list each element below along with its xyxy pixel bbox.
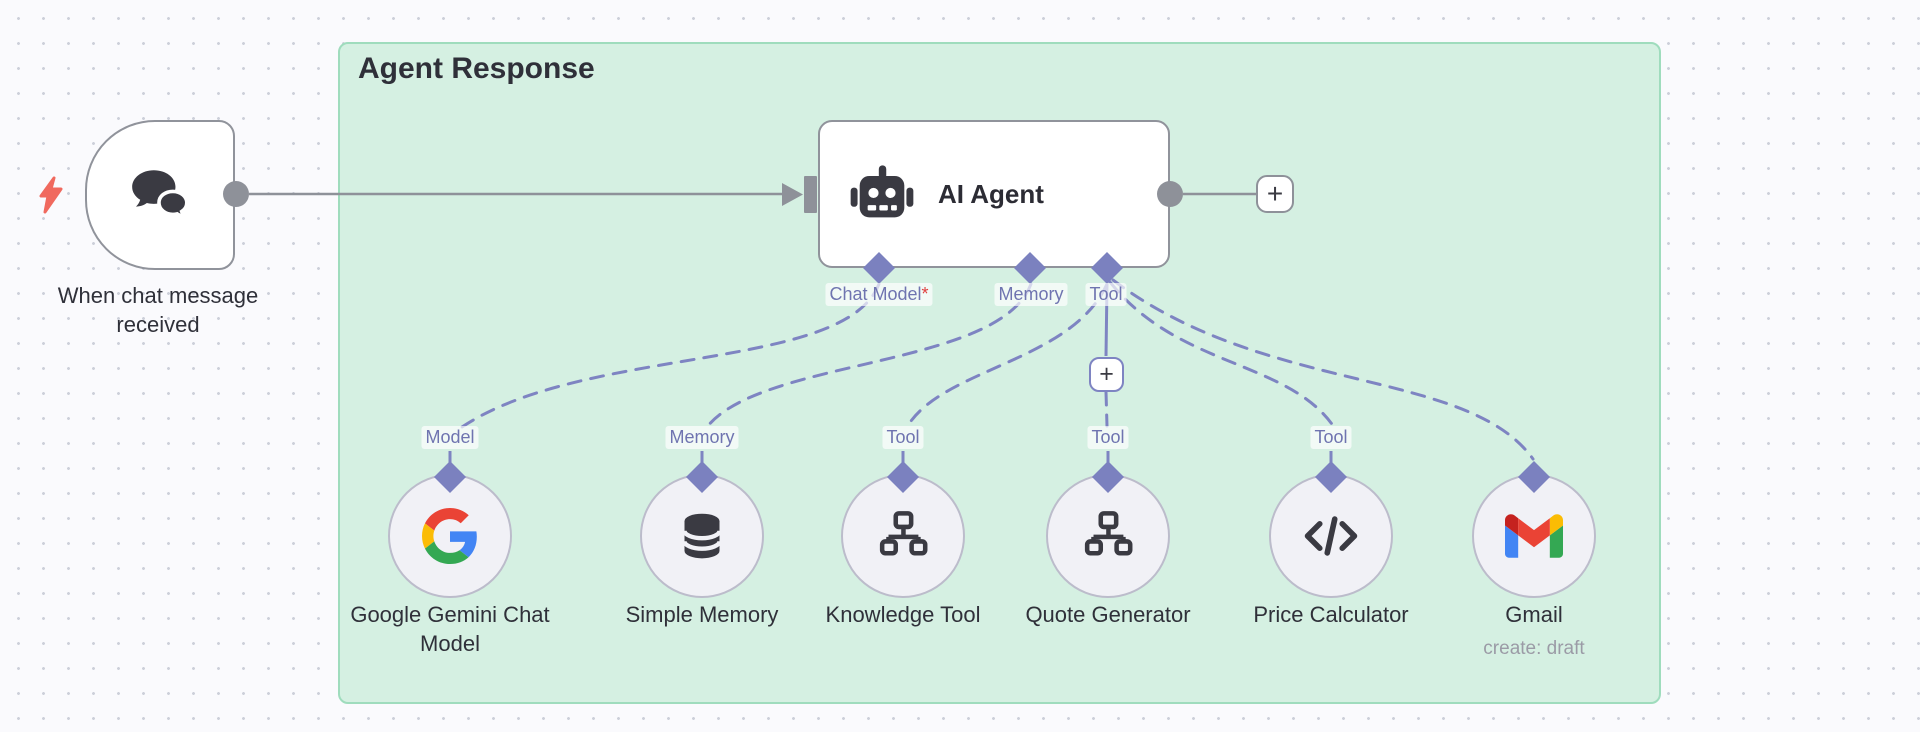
trigger-output-port[interactable] [223, 181, 249, 207]
gmail-node-label: Gmail [1505, 602, 1563, 627]
simple-memory-input-port[interactable] [686, 461, 718, 493]
agent-port-label-memory: Memory [994, 283, 1068, 306]
connection-plus-to-quotegenerator[interactable] [1104, 390, 1109, 428]
required-asterisk: * [921, 284, 929, 304]
quote-generator-input-port[interactable] [1092, 461, 1124, 493]
gemini-port-chip: Model [421, 426, 479, 449]
connection-chatmodel-to-gemini[interactable] [460, 282, 881, 429]
code-icon [1304, 516, 1358, 556]
simple-memory-node-label: Simple Memory [625, 602, 779, 627]
connection-tool-to-gmail[interactable] [1111, 278, 1535, 461]
google-logo-icon [422, 508, 477, 564]
knowledge-tool-node-label: Knowledge Tool [825, 602, 981, 627]
chat-trigger-node[interactable] [85, 120, 235, 270]
quote-generator-node[interactable] [1046, 474, 1170, 598]
knowledge-tool-node[interactable] [841, 474, 965, 598]
price-calculator-node-label: Price Calculator [1253, 602, 1409, 627]
agent-chat-model-port[interactable] [863, 252, 895, 284]
agent-output-port[interactable] [1157, 181, 1183, 207]
agent-input-port[interactable] [804, 176, 817, 213]
gmail-icon [1505, 514, 1563, 558]
quote-generator-node-label: Quote Generator [1025, 602, 1191, 627]
price-calculator-port-chip: Tool [1310, 426, 1352, 449]
gmail-node-subtitle: create: draft [1483, 638, 1585, 659]
gemini-input-port[interactable] [434, 461, 466, 493]
gmail-input-port[interactable] [1518, 461, 1550, 493]
sitemap-icon [879, 511, 928, 556]
database-icon [682, 513, 722, 559]
robot-icon [850, 165, 914, 218]
knowledge-tool-input-port[interactable] [887, 461, 919, 493]
group-title: Agent Response [358, 52, 595, 85]
agent-port-label-chat-model: Chat Model* [825, 283, 933, 306]
google-gemini-chat-model-node[interactable] [388, 474, 512, 598]
connection-tool-to-pricecalculator[interactable] [1108, 280, 1336, 429]
ai-agent-title: AI Agent [938, 178, 1044, 209]
agent-port-label-tool: Tool [1085, 283, 1127, 306]
simple-memory-node[interactable] [640, 474, 764, 598]
ai-agent-node[interactable]: AI Agent [818, 120, 1170, 268]
trigger-node-label: When chat message received [57, 283, 259, 338]
simple-memory-port-chip: Memory [665, 426, 739, 449]
connection-memory-to-simplememory[interactable] [705, 282, 1033, 429]
add-node-after-agent-button[interactable]: + [1256, 175, 1294, 213]
add-tool-button[interactable]: + [1089, 357, 1124, 392]
quote-generator-port-chip: Tool [1087, 426, 1129, 449]
knowledge-tool-port-chip: Tool [882, 426, 924, 449]
gemini-node-label: Google Gemini Chat Model [350, 602, 550, 657]
chat-bubbles-icon [132, 170, 190, 219]
price-calculator-input-port[interactable] [1315, 461, 1347, 493]
agent-input-arrow-icon [782, 183, 803, 206]
chat-model-label: Chat Model [829, 284, 922, 304]
agent-memory-port[interactable] [1014, 252, 1046, 284]
gmail-node[interactable] [1472, 474, 1596, 598]
sitemap-icon [1084, 511, 1133, 556]
trigger-bolt-icon [39, 176, 63, 214]
agent-tool-port[interactable] [1091, 252, 1123, 284]
connection-tool-to-knowledgetool[interactable] [905, 282, 1109, 429]
